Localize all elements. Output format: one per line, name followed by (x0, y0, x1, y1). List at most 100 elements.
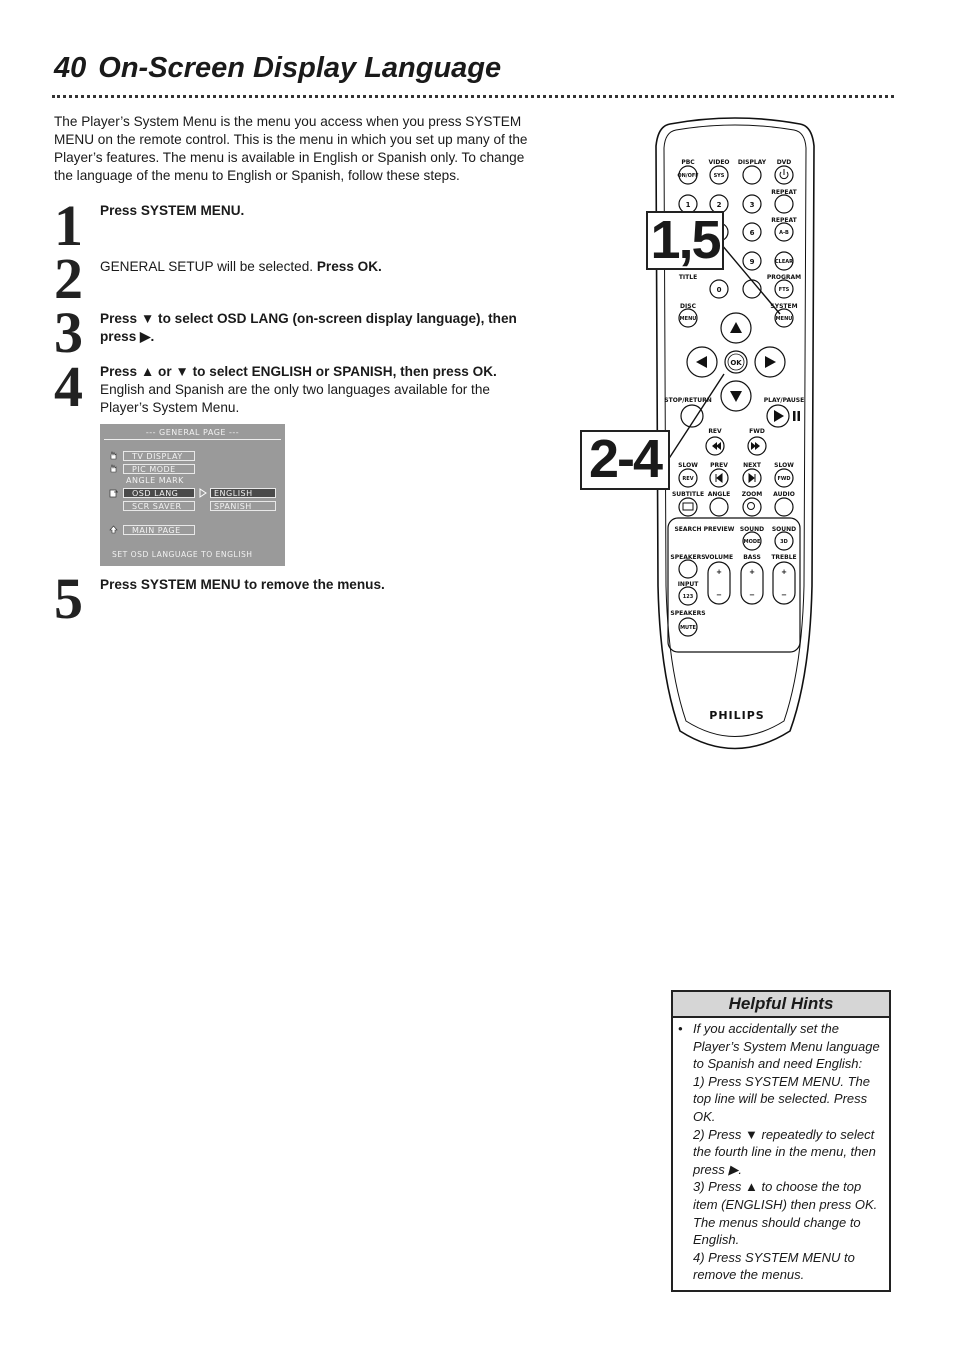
remote-label-ab: A-B (779, 230, 789, 236)
treble-plus: + (781, 568, 787, 576)
zoom-icon (747, 502, 755, 510)
remote-label-search: SEARCH (674, 526, 701, 533)
play-icon (774, 410, 784, 422)
hint-line: press ▶. (693, 1161, 743, 1177)
osd-item-main-page[interactable]: MAIN PAGE (123, 525, 195, 535)
osd-menu-screen: --- GENERAL PAGE --- TV DISPLAY PIC MODE… (100, 424, 285, 566)
remote-label-sound-1: SOUND (740, 526, 764, 533)
helpful-hints-title: Helpful Hints (673, 992, 889, 1018)
hint-line: to Spanish and need English: (693, 1056, 863, 1072)
volume-minus: − (716, 591, 722, 599)
remote-label-slow-rev: REV (682, 476, 693, 482)
osd-item-angle-mark[interactable]: ANGLE MARK (126, 476, 184, 485)
fts-button (774, 279, 794, 299)
remote-label-zoom: ZOOM (742, 491, 763, 498)
repeat-button (774, 194, 794, 214)
remote-label-input: INPUT (678, 581, 700, 588)
remote-label-preview: PREVIEW (704, 526, 735, 533)
remote-label-ok: OK (730, 359, 742, 367)
step-4-bold: Press ▲ or ▼ to select ENGLISH or SPANIS… (100, 364, 497, 379)
up-arrow-icon (730, 322, 742, 333)
digit-6-button (742, 222, 762, 242)
remote-label-speakers-mute: SPEAKERS (670, 610, 705, 617)
hint-line: 3) Press ▲ to choose the top (693, 1179, 862, 1195)
hint-line: item (ENGLISH) then press OK. (693, 1196, 878, 1212)
subtitle-icon (682, 502, 694, 511)
hint-line: Player’s System Menu language (693, 1038, 880, 1054)
remote-label-speakers: SPEAKERS (670, 554, 705, 561)
mute-button (678, 617, 698, 637)
step-number-1: 1 (54, 193, 83, 258)
digit-2: 2 (717, 201, 722, 209)
remote-label-angle: ANGLE (708, 491, 731, 498)
remote-control-illustration: .rl { font-family:"DejaVu Sans", sans-se… (655, 117, 815, 750)
speakers-button (678, 559, 698, 579)
pause-icon (793, 411, 796, 421)
power-icon (779, 169, 789, 180)
step-2-text: GENERAL SETUP will be selected. Press OK… (100, 258, 536, 276)
sound-3d-button (774, 531, 794, 551)
volume-rocker (707, 561, 731, 605)
remote-label-mode: MODE (744, 539, 761, 545)
remote-label-volume: VOLUME (705, 554, 733, 561)
hint-line: the fourth line in the menu, then (693, 1144, 876, 1160)
step-number-2: 2 (54, 246, 83, 311)
volume-plus: + (716, 568, 722, 576)
bass-rocker (740, 561, 764, 605)
treble-rocker (772, 561, 796, 605)
remote-label-onoff: ON/OFF (677, 173, 698, 179)
osd-item-tv-display[interactable]: TV DISPLAY (123, 451, 195, 461)
prev-icon (715, 472, 723, 484)
bass-minus: − (749, 591, 755, 599)
remote-label-bass: BASS (743, 554, 761, 561)
intro-paragraph: The Player’s System Menu is the menu you… (54, 114, 528, 183)
input-button (678, 586, 698, 606)
remote-label-display: DISPLAY (738, 159, 767, 166)
remote-label-play-pause: PLAY/PAUSE (764, 397, 804, 404)
digit-1: 1 (686, 201, 691, 209)
remote-label-video: VIDEO (708, 159, 729, 166)
hand-icon (110, 451, 117, 460)
right-arrow-icon (199, 488, 207, 498)
rewind-icon (712, 442, 721, 450)
osd-item-pic-mode[interactable]: PIC MODE (123, 464, 195, 474)
digit-6: 6 (750, 229, 755, 237)
remote-label-sound-2: SOUND (772, 526, 796, 533)
remote-label-fts: FTS (779, 287, 790, 293)
remote-label-clear: CLEAR (775, 259, 793, 265)
callout-label-2-4: 2-4 (580, 430, 670, 490)
remote-label-fwd: FWD (749, 428, 765, 435)
subtitle-button (678, 497, 698, 517)
digit-3-button (742, 194, 762, 214)
up-arrow-icon (109, 525, 118, 534)
slow-fwd-button (774, 468, 794, 488)
digit-0-button (709, 279, 729, 299)
step-5-bold-2: to remove the menus. (240, 577, 385, 592)
remote-label-system: SYSTEM (770, 303, 797, 310)
hint-line: 2) Press ▼ repeatedly to select (693, 1126, 875, 1142)
osd-option-english[interactable]: ENGLISH (210, 488, 276, 498)
brand-logo: PHILIPS (709, 709, 764, 722)
remote-label-slow-fwd: FWD (777, 476, 790, 482)
remote-label-slow-right: SLOW (774, 462, 794, 469)
osd-option-spanish[interactable]: SPANISH (210, 501, 276, 511)
hint-line: If you accidentally set the (693, 1021, 839, 1036)
step-4-text: Press ▲ or ▼ to select ENGLISH or SPANIS… (100, 363, 536, 417)
clear-button (774, 251, 794, 271)
osd-item-osd-lang[interactable]: OSD LANG (123, 488, 195, 498)
remote-label-mute: MUTE (680, 625, 696, 631)
page-number: 40 (54, 52, 87, 84)
remote-label-disc: DISC (680, 303, 697, 310)
remote-label-repeat-ab: REPEAT (771, 217, 797, 224)
bass-plus: + (749, 568, 755, 576)
step-5-bold: Press SYSTEM MENU (100, 577, 241, 592)
stop-button (680, 404, 704, 428)
osd-item-scr-saver[interactable]: SCR SAVER (123, 501, 195, 511)
remote-label-subtitle: SUBTITLE (672, 491, 704, 498)
osd-footer: SET OSD LANGUAGE TO ENGLISH (112, 550, 253, 559)
page-heading: On-Screen Display Language (98, 52, 502, 84)
digit-9-button (742, 251, 762, 271)
helpful-hints-box: Helpful Hints • If you accidentally set … (671, 990, 891, 1292)
digit-0: 0 (717, 286, 722, 294)
remote-label-prev: PREV (710, 462, 728, 469)
